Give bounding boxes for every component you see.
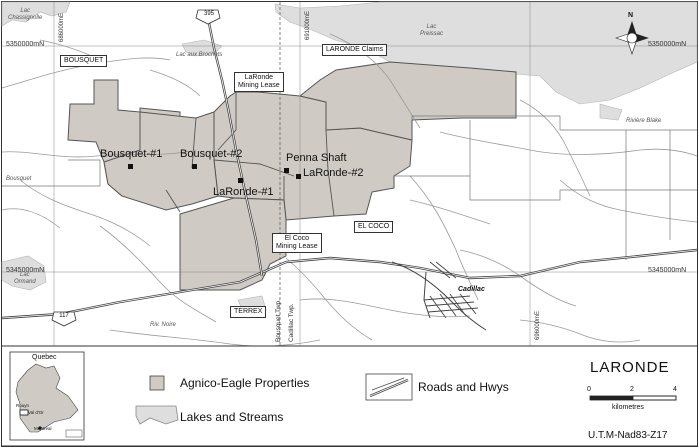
claim-laronde-claims-label: LARONDE Claims bbox=[322, 44, 388, 56]
inset-valdor-label: Val d'Or bbox=[28, 410, 44, 415]
claim-lines bbox=[165, 92, 335, 217]
roads-layer bbox=[1, 17, 698, 331]
compass-icon bbox=[615, 21, 649, 55]
township-bousquet: Bousquet Twp. bbox=[275, 299, 282, 342]
shield-117 bbox=[51, 311, 77, 327]
highway-117-label: 117 bbox=[59, 313, 69, 319]
mine-marker-penna bbox=[284, 168, 289, 173]
coord-east-c: 696000mE bbox=[535, 310, 541, 340]
scale-bar bbox=[589, 395, 677, 401]
coord-south-right: 5345000mN bbox=[648, 267, 687, 274]
coord-north-left: 5350000mN bbox=[6, 41, 45, 48]
mine-marker-bousquet1 bbox=[128, 164, 133, 169]
claim-bousquet-label: BOUSQUET bbox=[60, 55, 108, 67]
coord-north-right: 5350000mN bbox=[648, 41, 687, 48]
place-cadillac-label: Cadillac bbox=[458, 286, 485, 293]
legend-lakes-label: Lakes and Streams bbox=[180, 410, 284, 424]
coord-south-left: 5345000mN bbox=[6, 267, 45, 274]
scale-max-label: 4 bbox=[673, 386, 677, 393]
property-west bbox=[103, 111, 219, 211]
mine-marker-laronde2 bbox=[296, 174, 301, 179]
river-blake-label: Rivière Blake bbox=[626, 118, 662, 124]
lake-ormand bbox=[1, 255, 47, 291]
scale-mid-label: 2 bbox=[630, 386, 634, 393]
inset-map bbox=[9, 351, 85, 441]
shield-395 bbox=[195, 9, 221, 25]
river-bousquet-label: Bousquet bbox=[6, 176, 32, 182]
legend-properties-label: Agnico-Eagle Properties bbox=[180, 376, 310, 390]
legend-panel bbox=[1, 345, 698, 447]
mine-markers bbox=[128, 164, 301, 183]
mine-bousquet1-label: Bousquet-#1 bbox=[100, 148, 163, 160]
highway-shields bbox=[51, 9, 221, 327]
compass-north-label: N bbox=[628, 12, 634, 19]
scale-min-label: 0 bbox=[587, 386, 591, 393]
coord-east-b: 691000mE bbox=[305, 10, 311, 40]
scale-unit-label: kilometres bbox=[612, 404, 644, 411]
inset-rouyn-label: Rouyn bbox=[16, 403, 30, 408]
mine-penna-label: Penna Shaft bbox=[286, 152, 347, 164]
highway-395-label: 395 bbox=[203, 11, 214, 17]
lake-right-small bbox=[599, 103, 623, 121]
mine-laronde1-label: LaRonde-#1 bbox=[213, 186, 274, 198]
projection-label: U.T.M-Nad83-Z17 bbox=[588, 430, 668, 441]
properties-layer bbox=[67, 61, 517, 291]
claim-terrex-label: TERREX bbox=[230, 306, 267, 318]
coord-east-a: 686000mE bbox=[59, 12, 65, 42]
claim-elcoco-label: EL COCO bbox=[354, 221, 394, 233]
legend-lake-swatch bbox=[135, 405, 179, 425]
legend-roads-label: Roads and Hwys bbox=[418, 380, 509, 394]
lakes-layer bbox=[1, 1, 698, 315]
lake-brochets-label: Lac aux Brochets bbox=[176, 52, 223, 58]
cadillac-town-grid bbox=[423, 261, 479, 319]
mine-marker-laronde1 bbox=[238, 178, 243, 183]
township-cadillac: Cadillac Twp. bbox=[288, 303, 295, 342]
property-laronde-claims bbox=[298, 61, 517, 141]
mine-laronde2-label: LaRonde-#2 bbox=[303, 167, 364, 179]
inset-montreal-label: Montreal bbox=[34, 426, 52, 431]
map-title: LARONDE bbox=[590, 359, 670, 376]
river-noire-label: Riv. Noire bbox=[150, 322, 176, 328]
lake-chassignolle bbox=[1, 1, 71, 27]
mine-marker-bousquet2 bbox=[192, 164, 197, 169]
mine-bousquet2-label: Bousquet-#2 bbox=[180, 148, 243, 160]
inset-quebec-label: Quebec bbox=[32, 354, 57, 361]
claim-boundaries bbox=[2, 115, 697, 260]
lake-preissac bbox=[274, 1, 698, 105]
inset-locator-box bbox=[19, 409, 29, 416]
legend-property-swatch bbox=[149, 375, 165, 391]
